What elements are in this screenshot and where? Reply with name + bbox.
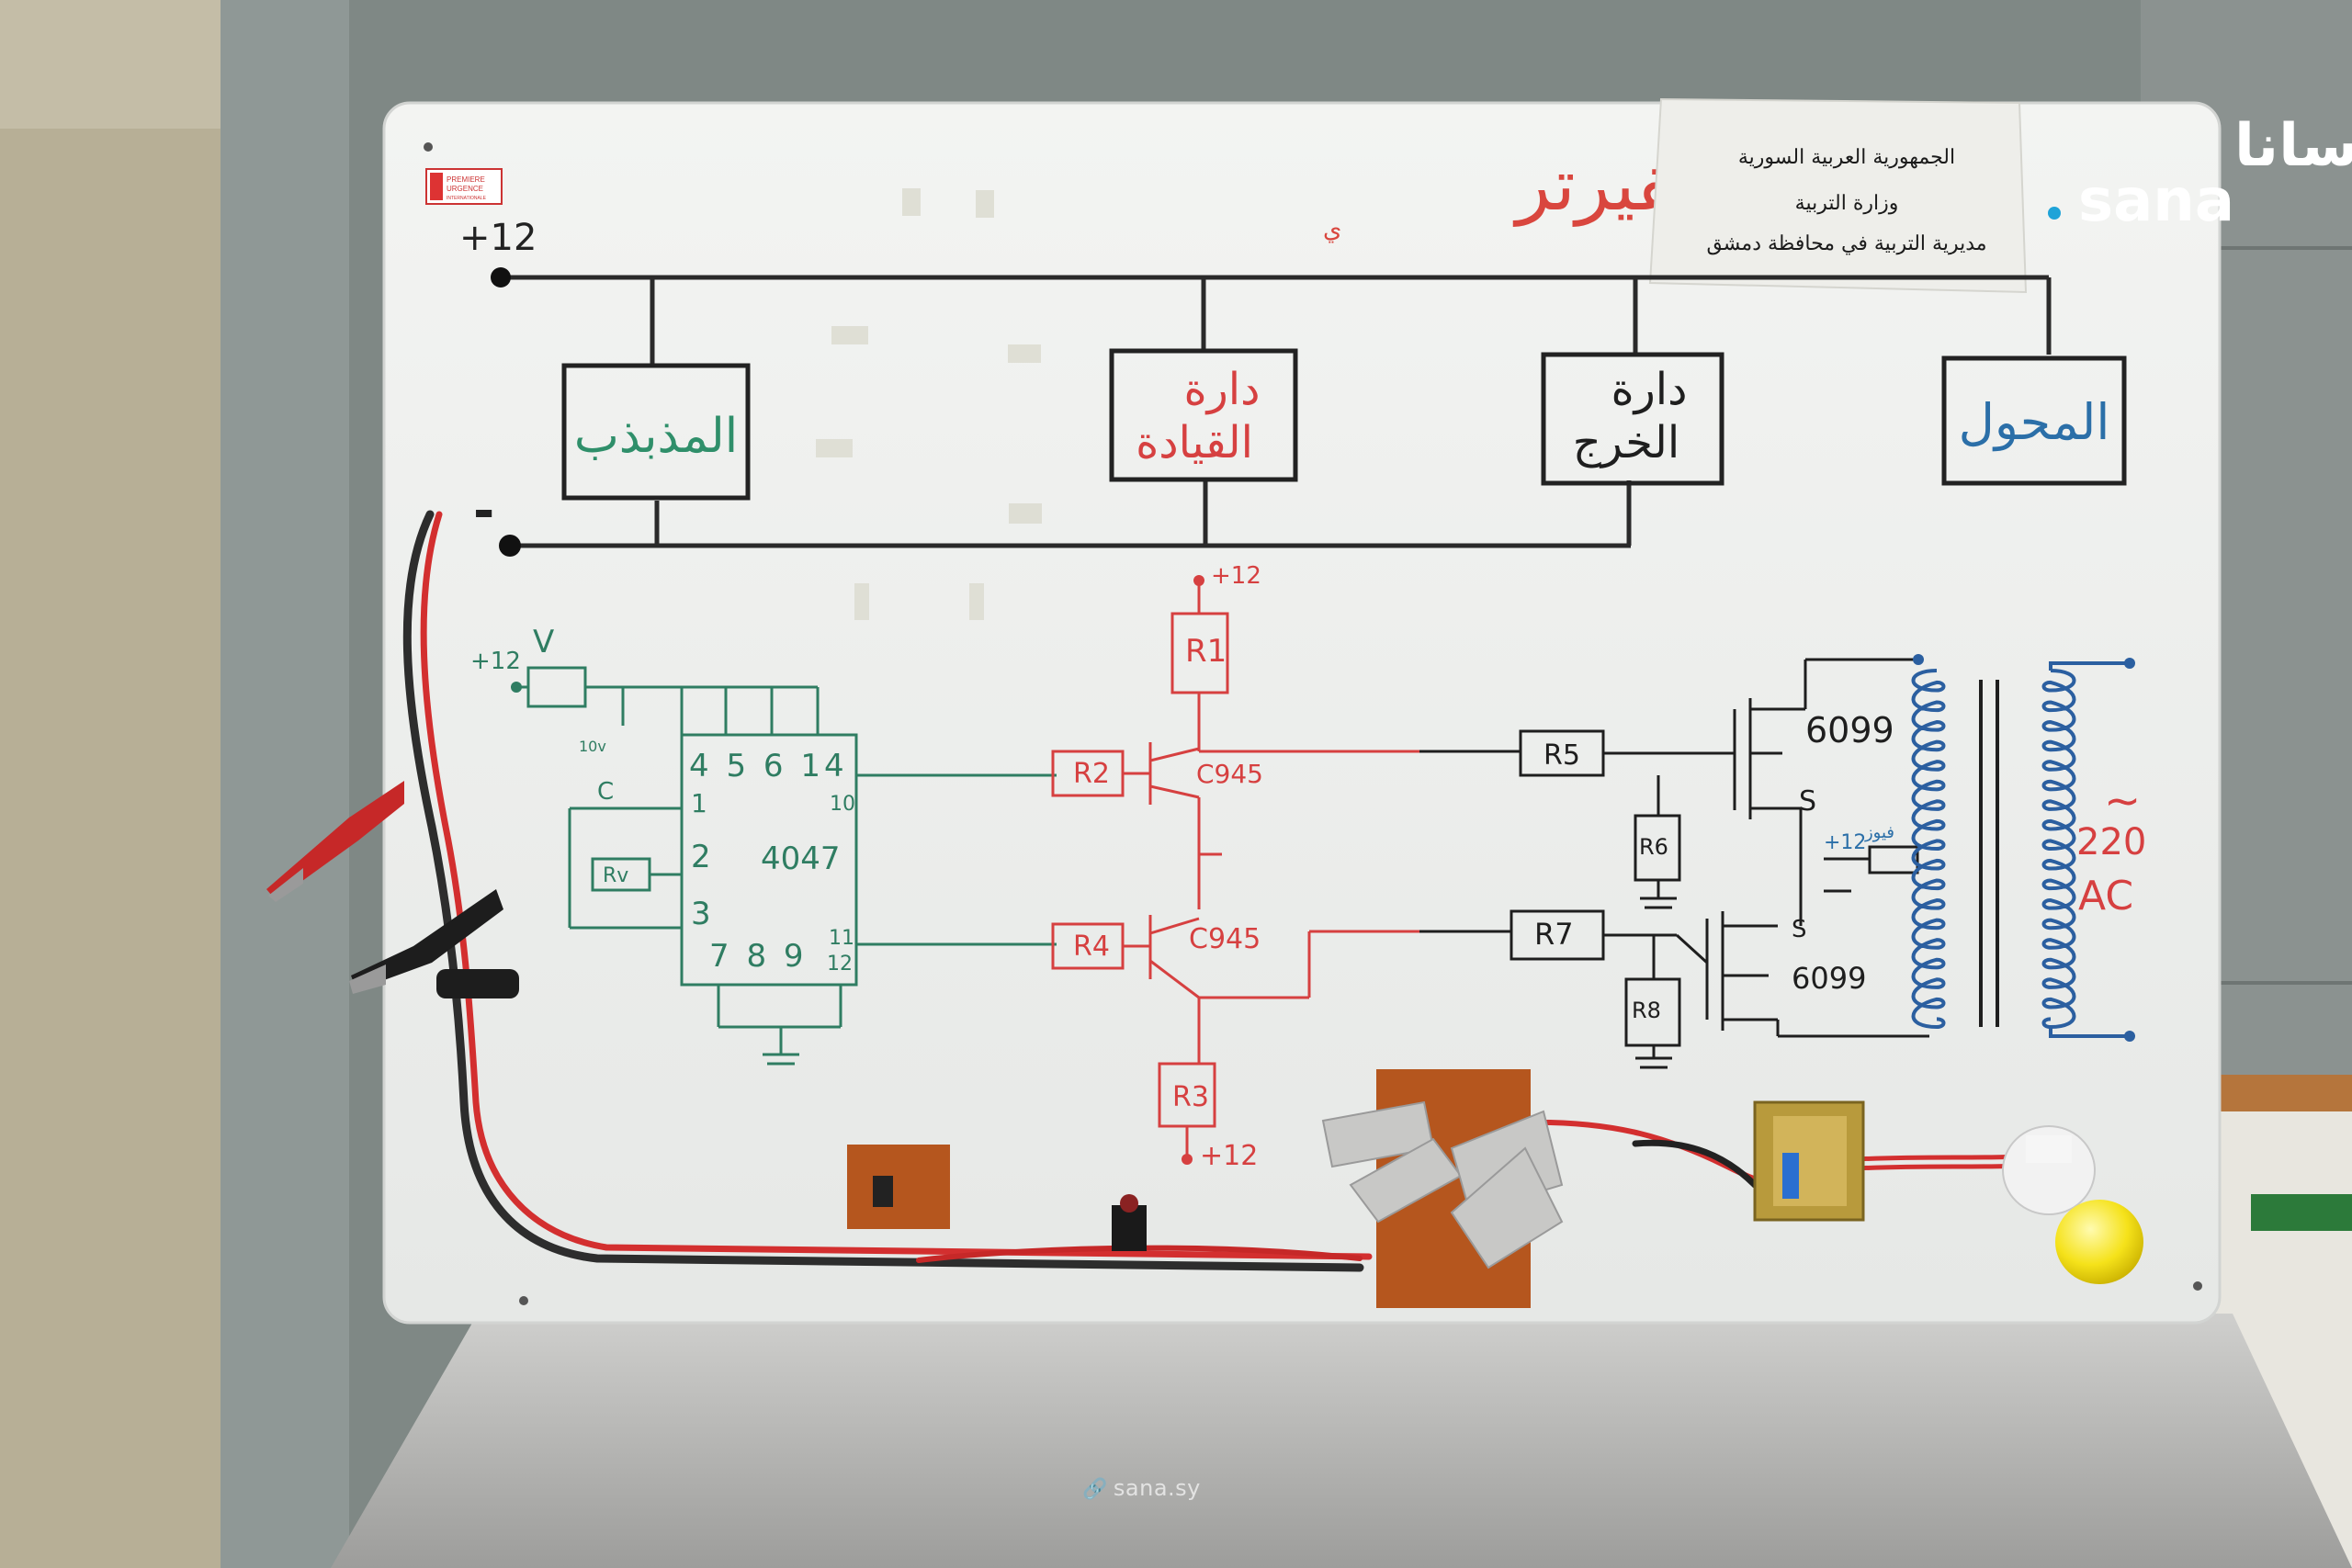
- s-bottom-label: S: [1792, 916, 1807, 943]
- coil-lead: [2049, 1027, 2130, 1038]
- r5-label: R5: [1544, 739, 1580, 772]
- alligator-clip-red: [266, 781, 404, 902]
- green-paper: [2251, 1194, 2352, 1231]
- r7-label: R7: [1534, 917, 1574, 952]
- link-icon: 🔗: [1082, 1478, 1108, 1501]
- wall-left-lower: [0, 129, 220, 1568]
- minus-terminal: [499, 535, 521, 557]
- board-title-mark: ي: [1323, 216, 1341, 243]
- oscillator-circuit: [519, 666, 1057, 1066]
- ic-name: 4047: [761, 840, 841, 877]
- driver-circuit: [1051, 581, 1419, 1156]
- plus12-top-dot: [1193, 575, 1204, 586]
- v-label: V: [533, 624, 554, 660]
- whiteboard: [382, 101, 2222, 1325]
- ac-terminal-top: [2124, 658, 2135, 669]
- r2-label: R2: [1073, 758, 1110, 790]
- minus-label: -: [473, 481, 494, 541]
- block-diagram: [501, 275, 2052, 548]
- door-frame: [220, 0, 349, 1568]
- ic-pin-11: 11: [829, 927, 854, 950]
- block-output: [1541, 352, 1724, 486]
- light-bulb: [2002, 1125, 2143, 1284]
- rv-label: Rv: [603, 864, 628, 887]
- small-ic: [873, 1176, 893, 1207]
- board-screw: [2193, 1281, 2202, 1291]
- ic-pin-3: 3: [691, 896, 711, 932]
- primary-terminal-top: [1913, 654, 1924, 665]
- ac-tilde: ~: [2104, 775, 2141, 827]
- coil-winding: [2041, 669, 2076, 1030]
- ic-pin-10: 10: [830, 793, 855, 816]
- sana-logo-arabic: سانا: [2234, 112, 2352, 180]
- block-output-label-2: الخرج: [1573, 417, 1679, 468]
- ac-label: AC: [2078, 873, 2133, 919]
- small-pcb: [847, 1145, 950, 1229]
- heatsinks: [1321, 1100, 1564, 1269]
- logo-line2: URGENCE: [447, 185, 483, 193]
- block-transformer-label: المحول: [1959, 393, 2110, 451]
- alligator-clip-black: [349, 889, 519, 998]
- plus-label: +12: [459, 217, 537, 259]
- logo-line1: PREMIERE: [447, 175, 485, 184]
- s-top-label: S: [1799, 785, 1816, 818]
- plus-terminal: [491, 267, 511, 288]
- plus12-top: +12: [1211, 562, 1261, 590]
- coil-lead: [2049, 661, 2130, 671]
- block-transformer: [1941, 355, 2127, 486]
- notice-line2: وزارة التربية: [1795, 192, 1899, 215]
- sana-logo-latin: sana: [2078, 167, 2234, 235]
- premiere-urgence-logo: PREMIERE URGENCE INTERNATIONALE: [425, 168, 503, 205]
- block-oscillator-label: المذبذب: [574, 409, 738, 464]
- ic-pins-bottom: 7 8 9: [709, 938, 808, 975]
- mosfet-bottom-label: 6099: [1792, 961, 1866, 996]
- plus12-left-dot: [511, 682, 522, 693]
- fuse-label: فيوز: [1864, 823, 1894, 842]
- ic-pin-1: 1: [691, 788, 707, 818]
- logo-line3: INTERNATIONALE: [447, 196, 487, 201]
- notice-line3: مديرية التربية في محافظة دمشق: [1706, 232, 1986, 255]
- ac-voltage: 220: [2076, 821, 2146, 863]
- sana-watermark: 🔗sana.sy: [1082, 1475, 1201, 1501]
- block-output-label-1: دارة: [1611, 364, 1687, 415]
- ic-pin-12: 12: [827, 953, 853, 976]
- transistor-top-label: C945: [1196, 759, 1263, 789]
- block-driver-label-2: القيادة: [1136, 417, 1253, 468]
- plus12-bottom-dot: [1182, 1154, 1193, 1165]
- notice-paper: الجمهورية العربية السورية وزارة التربية …: [1648, 97, 2028, 294]
- mosfet-top-label: 6099: [1805, 710, 1894, 750]
- block-driver: [1109, 348, 1298, 482]
- r6-label: R6: [1639, 834, 1668, 860]
- plus12-left: +12: [470, 648, 521, 675]
- r1-label: R1: [1185, 633, 1227, 670]
- table-top: [331, 1314, 2352, 1568]
- r8-label: R8: [1632, 998, 1661, 1023]
- transformer-core: [1979, 680, 1999, 1027]
- r3-label: R3: [1172, 1081, 1209, 1113]
- transformer-physical: [1753, 1100, 1865, 1222]
- sana-site: sana.sy: [1113, 1475, 1201, 1501]
- r4-label: R4: [1073, 931, 1110, 963]
- plus12-fuse-label: +12: [1824, 831, 1866, 854]
- ic-pins-top: 4 5 6 14: [689, 748, 848, 784]
- ac-terminal-bottom: [2124, 1031, 2135, 1042]
- c-label: C: [597, 778, 614, 806]
- board-screw: [519, 1296, 528, 1305]
- notice-line1: الجمهورية العربية السورية: [1738, 146, 1955, 169]
- transformer-coils: [1911, 661, 2130, 1038]
- coil-winding: [1911, 669, 1946, 1030]
- block-driver-label-1: دارة: [1183, 364, 1260, 415]
- output-circuit: [1419, 658, 1929, 1069]
- tape-marks: [816, 188, 1042, 620]
- transistor-bottom-label: C945: [1189, 923, 1261, 955]
- plus12-bottom: +12: [1200, 1140, 1258, 1172]
- sana-logo: سانا sana: [2048, 112, 2352, 235]
- board-screw: [424, 142, 433, 152]
- ic-pin-2: 2: [691, 839, 711, 875]
- zener-label: 10v: [579, 738, 606, 755]
- block-oscillator: [561, 363, 751, 501]
- switch: [1112, 1194, 1147, 1251]
